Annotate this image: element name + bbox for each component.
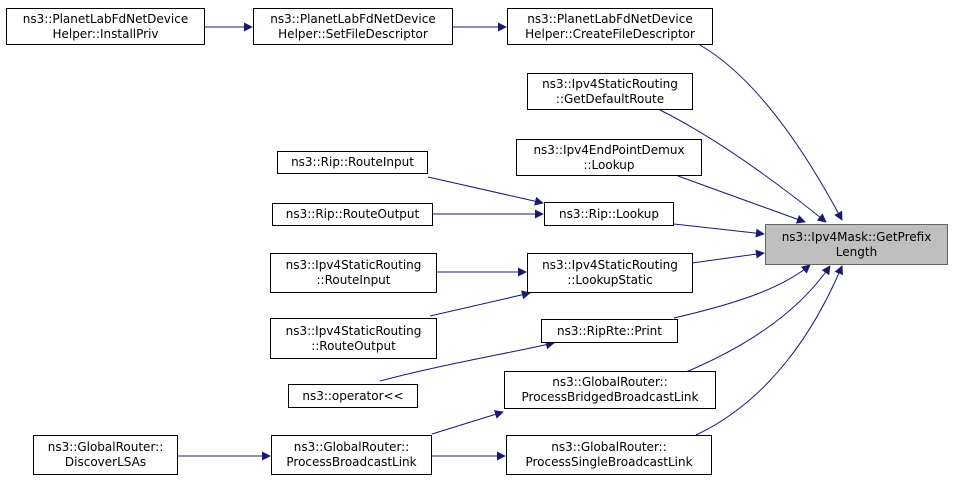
node-riprte-print[interactable]: ns3::RipRte::Print: [541, 319, 678, 343]
edge-getdefault-target: [659, 109, 827, 223]
edge-psbl-target: [695, 265, 843, 436]
node-processbridgedbroadcastlink[interactable]: ns3::GlobalRouter:: ProcessBridgedBroadc…: [504, 371, 716, 409]
node-rip-routeinput[interactable]: ns3::Rip::RouteInput: [277, 151, 428, 174]
edge-isrls-target: [691, 249, 765, 264]
node-line-1: ns3::GlobalRouter::: [551, 440, 667, 454]
node-line-1: ns3::Ipv4StaticRouting: [542, 258, 678, 272]
edge-pbbl-target: [685, 265, 831, 373]
node-line-2: Length: [835, 244, 878, 259]
node-line-2: Helper::SetFileDescriptor: [278, 26, 428, 41]
node-line-2: Helper::CreateFileDescriptor: [525, 26, 695, 41]
node-rip-lookup[interactable]: ns3::Rip::Lookup: [544, 202, 674, 226]
node-line-1: ns3::Rip::RouteInput: [291, 155, 414, 169]
node-line-1: ns3::Rip::Lookup: [559, 206, 659, 221]
node-line-2: ::RouteOutput: [311, 338, 396, 353]
edge-oper-riprte: [379, 340, 555, 382]
node-line-2: ::LookupStatic: [567, 273, 653, 287]
edge-ripri-riplookup: [427, 176, 544, 206]
node-installpriv[interactable]: ns3::PlanetLabFdNetDevice Helper::Instal…: [6, 8, 205, 45]
node-line-1: ns3::Ipv4StaticRouting: [285, 323, 422, 338]
node-line-1: ns3::Ipv4Mask::GetPrefix: [781, 229, 932, 244]
node-operator-stream[interactable]: ns3::operator<<: [288, 384, 418, 408]
node-line-2: ::RouteInput: [316, 273, 391, 287]
edge-pbl-pbbl: [431, 410, 504, 435]
node-line-2: ::GetDefaultRoute: [555, 91, 665, 106]
edge-isrro-isrls: [429, 290, 531, 317]
node-line-1: ns3::Ipv4StaticRouting: [285, 258, 422, 272]
node-line-1: ns3::PlanetLabFdNetDevice: [270, 11, 436, 26]
edge-createfd-target: [699, 44, 843, 221]
node-line-2: ProcessBroadcastLink: [286, 455, 417, 469]
node-line-2: ProcessBridgedBroadcastLink: [521, 390, 699, 404]
node-line-2: ::Lookup: [583, 157, 635, 172]
node-endpointdemux-lookup[interactable]: ns3::Ipv4EndPointDemux ::Lookup: [516, 139, 702, 176]
edge-riplookup-target: [673, 223, 765, 238]
node-discoverlsas[interactable]: ns3::GlobalRouter:: DiscoverLSAs: [33, 435, 178, 475]
node-isr-lookupstatic[interactable]: ns3::Ipv4StaticRouting ::LookupStatic: [527, 253, 693, 293]
node-line-1: ns3::Ipv4StaticRouting: [542, 76, 678, 91]
edge-riprte-target: [673, 264, 811, 319]
node-isr-routeoutput[interactable]: ns3::Ipv4StaticRouting ::RouteOutput: [270, 318, 437, 359]
node-rip-routeoutput[interactable]: ns3::Rip::RouteOutput: [272, 203, 433, 226]
node-setfiledescriptor[interactable]: ns3::PlanetLabFdNetDevice Helper::SetFil…: [253, 8, 453, 45]
node-line-1: ns3::GlobalRouter::: [552, 375, 668, 389]
node-line-2: Helper::InstallPriv: [52, 26, 159, 41]
node-processsinglebroadcastlink[interactable]: ns3::GlobalRouter:: ProcessSingleBroadca…: [506, 435, 712, 475]
node-line-2: ProcessSingleBroadcastLink: [525, 455, 693, 469]
node-line-1: ns3::Rip::RouteOutput: [285, 207, 420, 221]
node-line-2: DiscoverLSAs: [64, 455, 147, 469]
edge-epdemux-target: [677, 175, 806, 224]
node-line-1: ns3::RipRte::Print: [557, 323, 662, 338]
node-line-1: ns3::GlobalRouter::: [293, 440, 410, 454]
node-line-1: ns3::Ipv4EndPointDemux: [533, 142, 685, 157]
node-line-1: ns3::GlobalRouter::: [47, 440, 164, 454]
node-line-1: ns3::PlanetLabFdNetDevice: [527, 11, 693, 26]
node-line-1: ns3::operator<<: [302, 388, 404, 403]
node-getprefixlength[interactable]: ns3::Ipv4Mask::GetPrefix Length: [765, 224, 948, 265]
node-getdefaultroute[interactable]: ns3::Ipv4StaticRouting ::GetDefaultRoute: [527, 73, 693, 110]
node-createfiledescriptor[interactable]: ns3::PlanetLabFdNetDevice Helper::Create…: [507, 8, 713, 45]
node-isr-routeinput[interactable]: ns3::Ipv4StaticRouting ::RouteInput: [270, 253, 437, 293]
node-processbroadcastlink[interactable]: ns3::GlobalRouter:: ProcessBroadcastLink: [271, 435, 432, 475]
node-line-1: ns3::PlanetLabFdNetDevice: [22, 11, 189, 26]
